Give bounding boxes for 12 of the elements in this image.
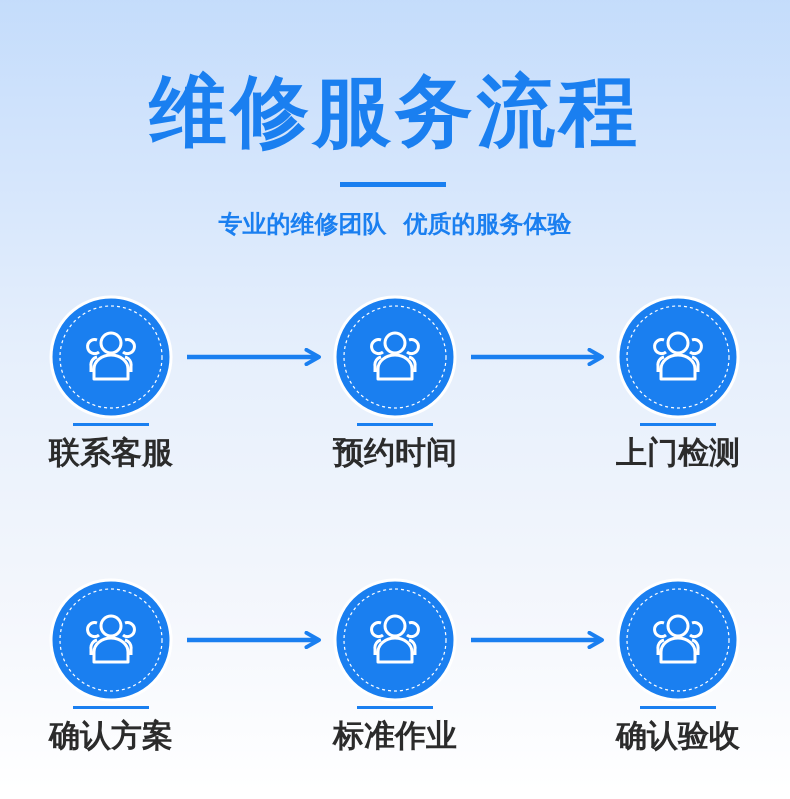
step-label: 确认方案 (49, 718, 173, 754)
arrow (187, 348, 321, 366)
step-label: 联系客服 (49, 435, 173, 471)
arrow (187, 630, 321, 650)
step-label: 确认验收 (616, 718, 740, 754)
step-label: 上门检测 (616, 435, 740, 471)
arrow (471, 630, 604, 650)
subtitle: 专业的维修团队 优质的服务体验 (218, 210, 572, 238)
step-label: 标准作业 (333, 718, 457, 754)
arrow (471, 348, 604, 366)
title: 维修服务流程 (149, 67, 641, 157)
step-label: 预约时间 (333, 435, 457, 471)
